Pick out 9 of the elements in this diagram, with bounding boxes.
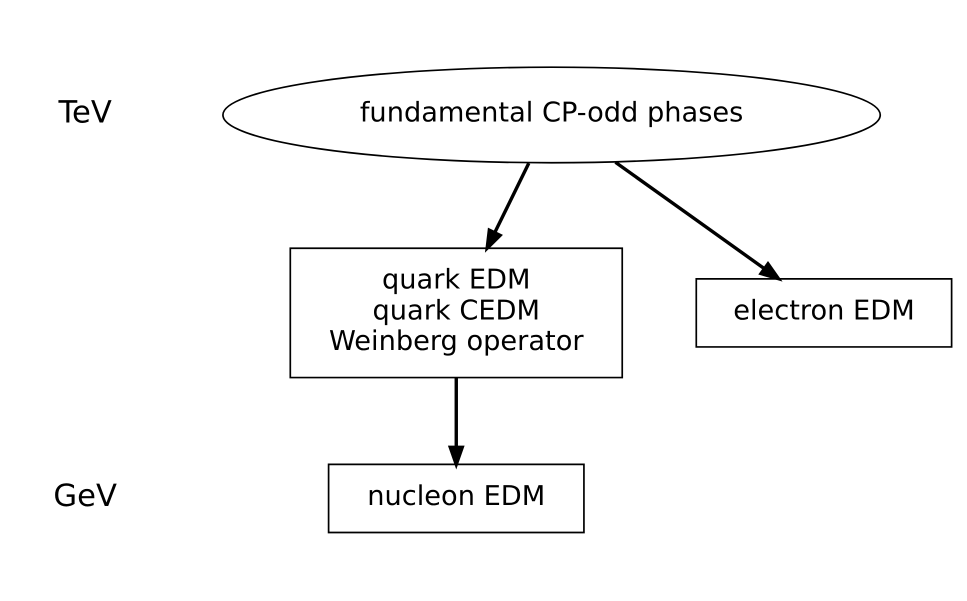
label: TeV — [58, 95, 112, 130]
arrow — [484, 162, 530, 253]
node-box: nucleon EDM — [328, 464, 585, 534]
node-ellipse: fundamental CP-odd phases — [222, 66, 882, 164]
arrow — [448, 378, 465, 470]
node-box: electron EDM — [695, 278, 952, 348]
label: GeV — [53, 478, 117, 514]
arrow — [614, 160, 783, 282]
node-box: quark EDM quark CEDM Weinberg operator — [289, 247, 624, 378]
